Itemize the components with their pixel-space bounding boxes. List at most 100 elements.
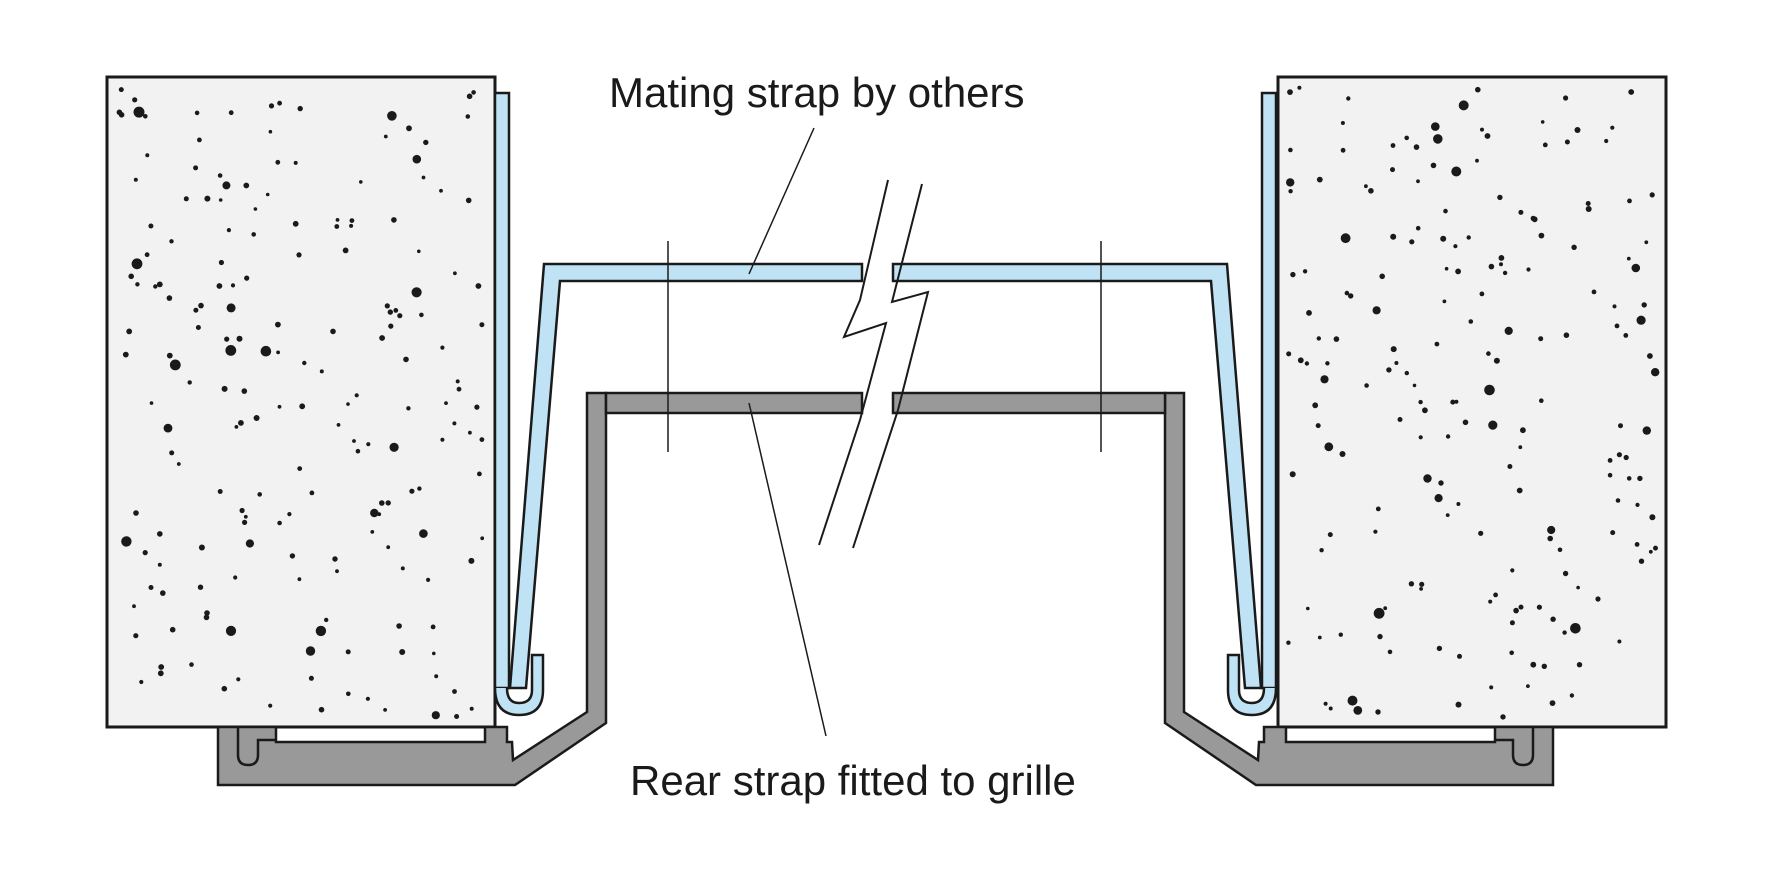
aggregate-dot	[226, 228, 231, 233]
aggregate-dot	[370, 508, 379, 518]
aggregate-dot	[383, 134, 388, 139]
aggregate-dot	[1353, 706, 1363, 715]
aggregate-dot	[1635, 502, 1640, 507]
aggregate-dot	[193, 307, 199, 313]
aggregate-dot	[1466, 235, 1471, 240]
aggregate-dot	[275, 321, 281, 328]
aggregate-dot	[1440, 235, 1447, 242]
aggregate-dot	[118, 87, 124, 93]
aggregate-dot	[189, 662, 194, 667]
aggregate-dot	[1497, 194, 1503, 201]
right-wall-aggregate	[1286, 85, 1660, 720]
aggregate-dot	[203, 614, 210, 621]
aggregate-dot	[1346, 96, 1351, 101]
aggregate-dot	[1455, 701, 1462, 708]
aggregate-dot	[143, 114, 148, 119]
aggregate-dot	[431, 711, 440, 720]
aggregate-dot	[156, 281, 163, 288]
right-plate-vertical	[1260, 91, 1278, 690]
aggregate-dot	[370, 530, 375, 534]
aggregate-dot	[1509, 650, 1514, 656]
aggregate-dot	[1538, 232, 1545, 239]
aggregate-dot	[1316, 176, 1323, 183]
aggregate-dot	[1518, 445, 1523, 450]
aggregate-dot	[1607, 458, 1613, 463]
aggregate-dot	[187, 380, 192, 385]
aggregate-dot	[1489, 685, 1494, 690]
aggregate-dot	[379, 335, 385, 341]
aggregate-dot	[1364, 383, 1369, 388]
aggregate-dot	[417, 249, 421, 254]
aggregate-dot	[1631, 263, 1641, 273]
aggregate-dot	[204, 195, 211, 202]
aggregate-dot	[169, 239, 174, 244]
aggregate-dot	[318, 706, 325, 713]
aggregate-dot	[1616, 452, 1622, 458]
aggregate-dot	[1610, 125, 1615, 130]
aggregate-dot	[469, 706, 474, 711]
aggregate-dot	[1638, 558, 1645, 564]
aggregate-dot	[1412, 383, 1417, 388]
aggregate-dot	[1423, 474, 1432, 483]
aggregate-dot	[1540, 120, 1545, 124]
left-wall-aggregate	[116, 87, 485, 720]
aggregate-dot	[330, 328, 336, 335]
aggregate-dot	[1549, 700, 1556, 706]
aggregate-dot	[434, 674, 439, 679]
left-frame-clip	[236, 727, 276, 767]
aggregate-dot	[1520, 427, 1526, 434]
aggregate-dot	[277, 404, 282, 409]
aggregate-dot	[386, 545, 391, 550]
aggregate-dot	[308, 675, 314, 681]
aggregate-dot	[1462, 419, 1469, 426]
aggregate-dot	[169, 450, 175, 456]
aggregate-dot	[193, 165, 199, 171]
aggregate-dot	[430, 624, 436, 630]
aggregate-dot	[1372, 306, 1381, 315]
aggregate-dot	[1324, 442, 1334, 452]
aggregate-dot	[144, 252, 150, 258]
aggregate-dot	[1333, 336, 1340, 342]
aggregate-dot	[1289, 471, 1296, 478]
aggregate-dot	[419, 529, 428, 538]
aggregate-dot	[194, 110, 200, 116]
aggregate-dot	[198, 544, 205, 551]
aggregate-dot	[406, 406, 411, 411]
aggregate-dot	[1542, 142, 1548, 148]
aggregate-dot	[1614, 323, 1620, 329]
aggregate-dot	[406, 125, 412, 132]
aggregate-dot	[1286, 351, 1292, 357]
left-plate-hook	[493, 653, 545, 717]
aggregate-dot	[1288, 189, 1293, 194]
aggregate-dot	[1376, 608, 1381, 614]
aggregate-dot	[116, 109, 123, 116]
aggregate-dot	[1387, 649, 1393, 655]
aggregate-dot	[412, 154, 422, 164]
aggregate-dot	[1518, 209, 1524, 215]
aggregate-dot	[217, 173, 223, 178]
right-wall	[1276, 75, 1668, 729]
aggregate-dot	[1404, 135, 1409, 141]
aggregate-dot	[1431, 122, 1440, 131]
aggregate-dot	[1297, 85, 1302, 90]
aggregate-dot	[468, 557, 475, 564]
aggregate-dot	[1416, 179, 1420, 184]
right-frame-clip	[1495, 727, 1535, 767]
aggregate-dot	[315, 625, 327, 637]
aggregate-dot	[379, 500, 385, 506]
aggregate-dot	[352, 439, 356, 443]
aggregate-dot	[1339, 451, 1346, 457]
aggregate-dot	[121, 536, 132, 547]
aggregate-dot	[1286, 178, 1295, 187]
aggregate-dot	[1434, 341, 1440, 347]
aggregate-dot	[332, 556, 338, 562]
mating-strap-right-segment	[891, 262, 1263, 690]
aggregate-dot	[176, 462, 181, 466]
aggregate-dot	[1531, 216, 1538, 223]
aggregate-dot	[444, 401, 448, 405]
aggregate-dot	[251, 232, 256, 237]
right-plate-hook	[1226, 653, 1278, 717]
aggregate-dot	[1569, 693, 1575, 698]
aggregate-dot	[1340, 147, 1346, 153]
